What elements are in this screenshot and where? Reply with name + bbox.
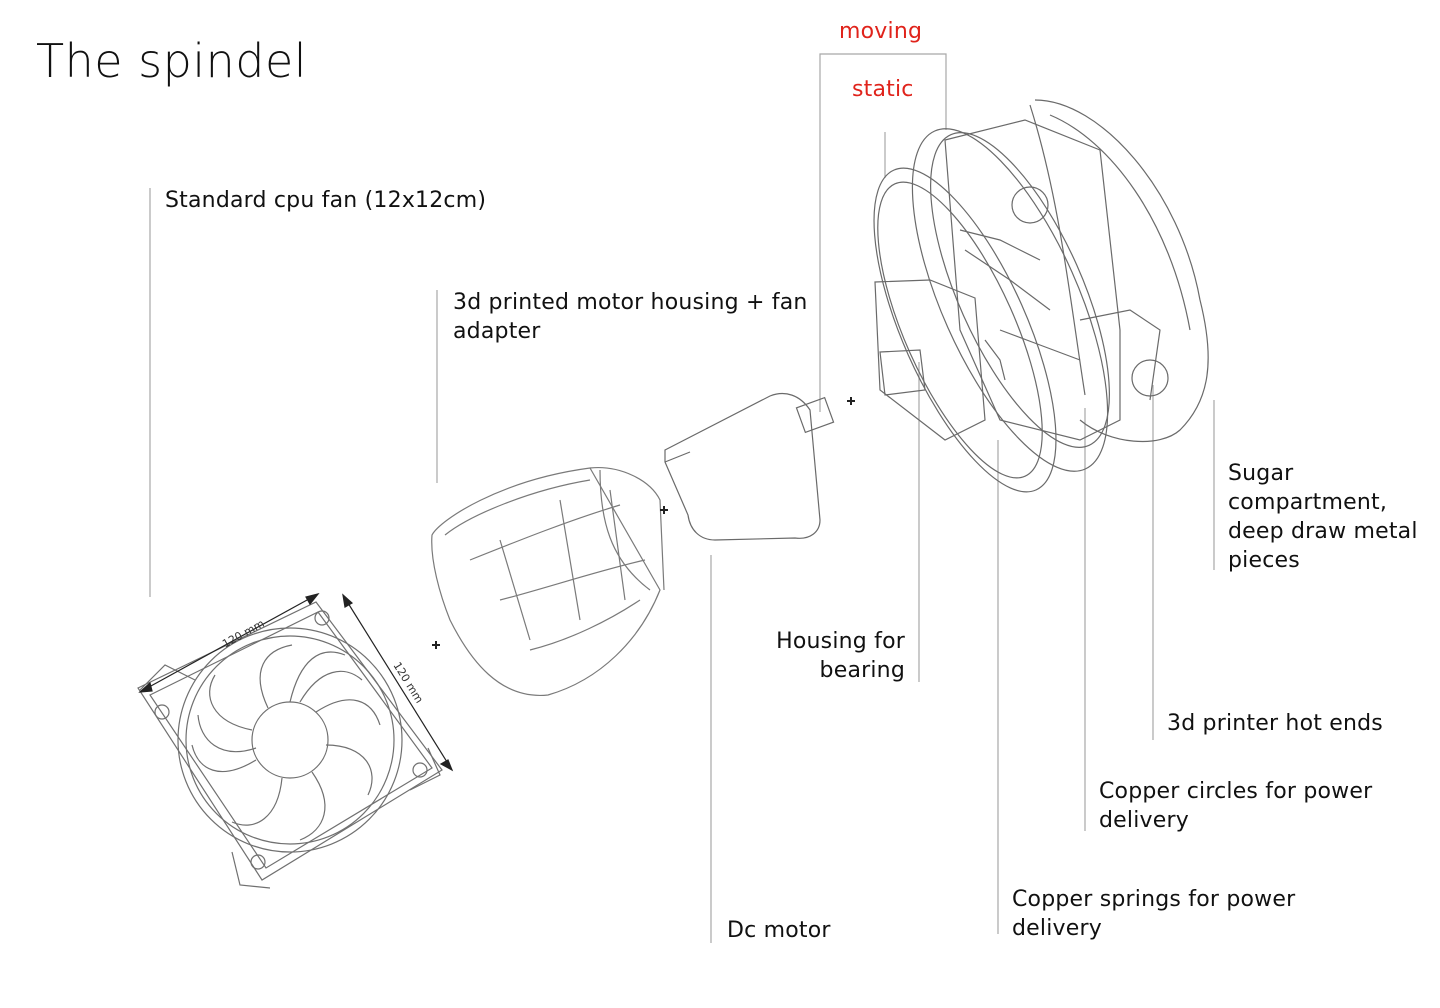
label-housing-bearing: Housing for bearing (776, 629, 905, 683)
label-motor-housing: 3d printed motor housing + fan adapter (453, 290, 808, 344)
label-dc-motor: Dc motor (727, 918, 831, 943)
label-cpu-fan: Standard cpu fan (12x12cm) (165, 188, 487, 213)
page-title: The spindel (36, 34, 308, 88)
dc-motor-drawing (664, 392, 835, 541)
leader-lines (149, 53, 1215, 943)
label-static: static (852, 77, 914, 102)
spindle-assembly-drawing (873, 99, 1209, 493)
label-hot-ends: 3d printer hot ends (1167, 711, 1383, 736)
cpu-fan-drawing (137, 592, 454, 889)
label-copper-circles: Copper circles for power delivery (1099, 779, 1373, 833)
label-copper-springs: Copper springs for power delivery (1012, 887, 1296, 941)
motor-housing-drawing (431, 467, 665, 696)
plus-markers (432, 397, 855, 649)
dimension-width-label: 120 mm (220, 617, 266, 651)
label-moving: moving (839, 19, 923, 44)
label-sugar-compartment: Sugar compartment, deep draw metal piece… (1228, 461, 1418, 573)
